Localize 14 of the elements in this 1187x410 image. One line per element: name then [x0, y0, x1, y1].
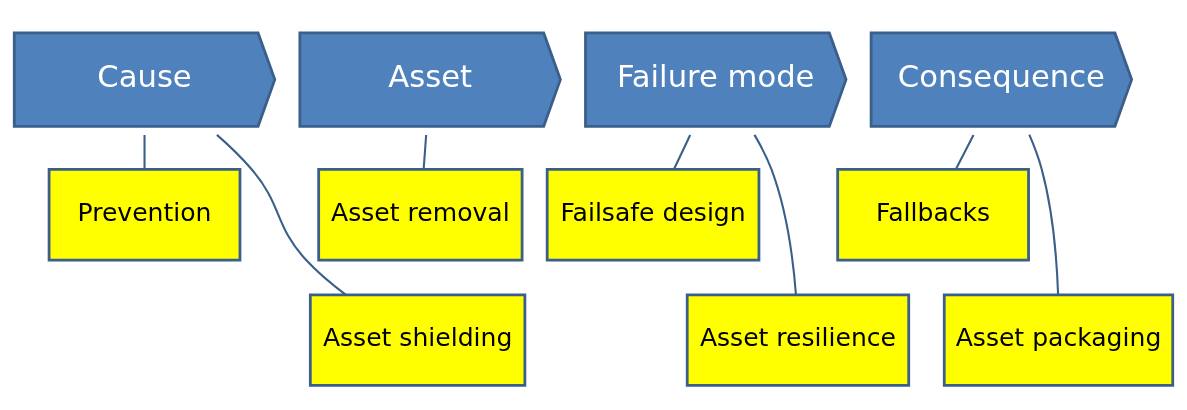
connector: [143, 135, 146, 170]
node-box: Asset resilience: [685, 293, 911, 387]
connector: [673, 134, 692, 170]
connector: [954, 134, 975, 170]
node-box: Asset removal: [317, 168, 524, 262]
node-box: Fallbacks: [836, 168, 1030, 262]
node-box: Prevention: [47, 168, 242, 262]
connector: [422, 134, 428, 170]
node-box: Asset shielding: [308, 293, 527, 387]
connector: [216, 134, 347, 296]
connector: [753, 134, 797, 295]
connector: [1028, 134, 1060, 295]
node-box: Asset packaging: [942, 293, 1175, 387]
node-box: Failsafe design: [545, 168, 761, 262]
